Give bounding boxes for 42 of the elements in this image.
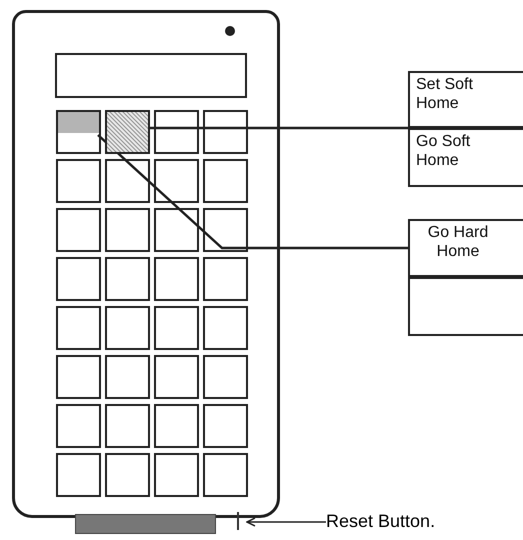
- leader-line: [97, 134, 408, 250]
- keypad-key: [56, 110, 101, 154]
- keypad-key: [105, 453, 150, 497]
- keypad-key: [154, 208, 199, 252]
- arrow: [246, 517, 326, 527]
- display-window: [55, 53, 247, 98]
- keypad-key: [203, 404, 248, 448]
- keypad-key: [203, 159, 248, 203]
- keypad-key: [105, 257, 150, 301]
- keypad-key: [105, 355, 150, 399]
- keypad-key: [203, 257, 248, 301]
- keypad-key: [56, 306, 101, 350]
- function-label: Set Soft Home: [408, 71, 523, 128]
- keypad-key: [203, 355, 248, 399]
- keypad-key: [154, 306, 199, 350]
- function-label: [408, 277, 523, 336]
- keypad-key: [154, 257, 199, 301]
- keypad-key: [154, 159, 199, 203]
- keypad-key: [203, 110, 248, 154]
- keypad-key: [105, 306, 150, 350]
- keypad-key: [154, 355, 199, 399]
- keypad-key: [154, 404, 199, 448]
- keypad-key: [56, 355, 101, 399]
- keypad-key: [154, 110, 199, 154]
- keypad-key: [56, 404, 101, 448]
- keypad-key: [56, 453, 101, 497]
- keypad-key: [203, 208, 248, 252]
- connector-plug: [75, 514, 216, 534]
- button-caption: Reset Button.: [326, 510, 456, 534]
- keypad-key: [154, 453, 199, 497]
- function-label: Go Soft Home: [408, 128, 523, 187]
- function-label: Go Hard Home: [408, 219, 523, 277]
- pendant-body: [12, 10, 280, 518]
- keypad-key: [105, 159, 150, 203]
- keypad-key: [105, 404, 150, 448]
- keypad-key: [105, 110, 150, 154]
- keypad-key: [105, 208, 150, 252]
- keypad-key: [56, 159, 101, 203]
- keypad-key: [56, 257, 101, 301]
- keypad-key: [56, 208, 101, 252]
- keypad-key: [203, 453, 248, 497]
- keypad-key: [203, 306, 248, 350]
